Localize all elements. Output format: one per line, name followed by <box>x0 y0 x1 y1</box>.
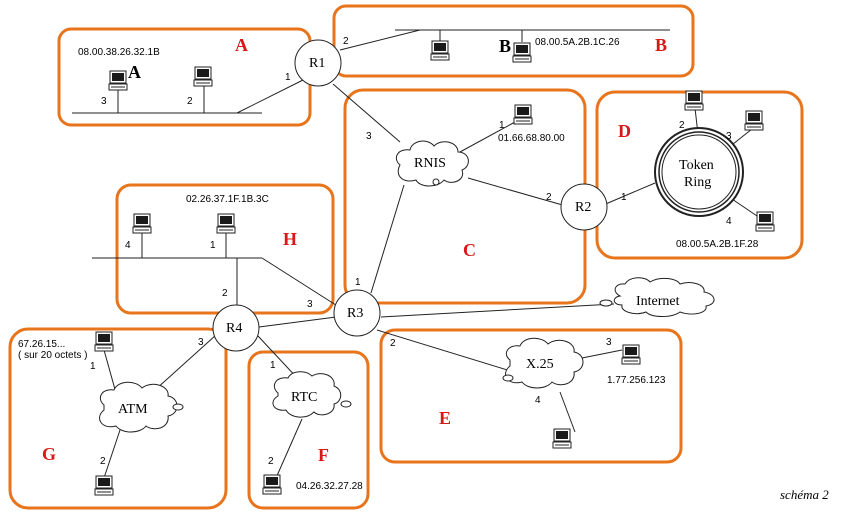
network-F-letter: F <box>318 445 329 465</box>
computer-icon <box>193 66 213 87</box>
computer-icon <box>94 331 114 352</box>
port-label: 1 <box>210 240 216 251</box>
token-ring-label-line1: Token <box>679 158 714 173</box>
cloud-atm <box>99 381 184 433</box>
cloud-rnis-label: RNIS <box>414 156 446 171</box>
network-A-letter: A <box>235 35 248 55</box>
router-r1 <box>294 39 342 87</box>
computer-icon <box>513 104 533 125</box>
port-label: 3 <box>606 337 612 348</box>
computer-icon <box>108 70 128 91</box>
computer-icon <box>621 344 641 365</box>
cloud-rtc-label: RTC <box>291 390 317 405</box>
router-r1-label: R1 <box>309 56 325 71</box>
links <box>72 29 761 479</box>
router-r3 <box>333 289 381 337</box>
port-label: 1 <box>270 360 276 371</box>
computer-icon <box>552 428 572 449</box>
computer-icon <box>262 474 282 495</box>
network-C-letter: C <box>463 240 476 260</box>
address-F: 04.26.32.27.28 <box>296 481 363 492</box>
address-G-line1: 67.26.15... <box>18 339 65 350</box>
network-F-box <box>247 350 370 510</box>
address-H: 02.26.37.1F.1B.3C <box>186 194 269 205</box>
address-D: 08.00.5A.2B.1F.28 <box>676 239 759 250</box>
cloud-x25 <box>502 337 584 389</box>
router-r2-label: R2 <box>575 200 591 215</box>
port-label: 1 <box>621 192 627 203</box>
network-H-letter: H <box>283 229 297 249</box>
computer-icon <box>512 42 532 63</box>
network-A-box <box>57 27 312 127</box>
port-label: 1 <box>90 361 96 372</box>
host-mark-B: B <box>499 36 511 56</box>
network-E-box <box>379 328 683 464</box>
cloud-internet <box>599 277 715 317</box>
address-G-line2: ( sur 20 octets ) <box>18 350 87 361</box>
port-label: 3 <box>198 337 204 348</box>
port-label: 3 <box>726 131 732 142</box>
port-label: 2 <box>679 120 685 131</box>
port-label: 2 <box>343 36 349 47</box>
network-B-box <box>332 4 695 78</box>
port-label: 3 <box>307 299 313 310</box>
router-r2 <box>560 183 608 231</box>
router-r3-label: R3 <box>347 306 363 321</box>
computer-icon <box>94 475 114 496</box>
port-label: 4 <box>726 216 732 227</box>
host-mark-A: A <box>128 62 141 82</box>
network-D-letter: D <box>618 121 631 141</box>
address-A: 08.00.38.26.32.1B <box>78 47 160 58</box>
port-label: 1 <box>499 120 505 131</box>
address-B: 08.00.5A.2B.1C.26 <box>535 37 620 48</box>
computer-icon <box>132 213 152 234</box>
computer-icon <box>216 213 236 234</box>
port-label: 4 <box>535 395 541 406</box>
address-rnis-host: 01.66.68.80.00 <box>498 133 565 144</box>
port-label: 1 <box>355 277 361 288</box>
token-ring-label-line2: Ring <box>684 175 711 190</box>
port-label: 1 <box>285 72 291 83</box>
token-ring <box>654 127 744 217</box>
port-label: 2 <box>268 456 274 467</box>
cloud-rnis <box>395 140 469 187</box>
cloud-internet-label: Internet <box>636 294 680 309</box>
cloud-atm-label: ATM <box>118 402 148 417</box>
port-label: 3 <box>366 131 372 142</box>
network-G-box <box>8 327 228 510</box>
computer-icon <box>430 40 450 61</box>
computer-icon <box>755 211 775 232</box>
router-r4-label: R4 <box>226 321 242 336</box>
address-E: 1.77.256.123 <box>607 375 666 386</box>
port-label: 2 <box>100 456 106 467</box>
router-r4 <box>212 304 260 352</box>
computer-icon <box>744 110 764 131</box>
computer-icon <box>684 90 704 111</box>
port-label: 2 <box>390 338 396 349</box>
network-B-letter: B <box>655 35 667 55</box>
cloud-rtc <box>272 371 352 418</box>
port-label: 4 <box>125 240 131 251</box>
port-label: 3 <box>101 96 107 107</box>
port-label: 2 <box>187 96 193 107</box>
network-E-letter: E <box>439 408 451 428</box>
port-label: 2 <box>546 192 552 203</box>
figure-caption: schéma 2 <box>780 487 829 502</box>
cloud-x25-label: X.25 <box>526 357 554 372</box>
port-label: 2 <box>222 288 228 299</box>
network-G-letter: G <box>42 444 56 464</box>
